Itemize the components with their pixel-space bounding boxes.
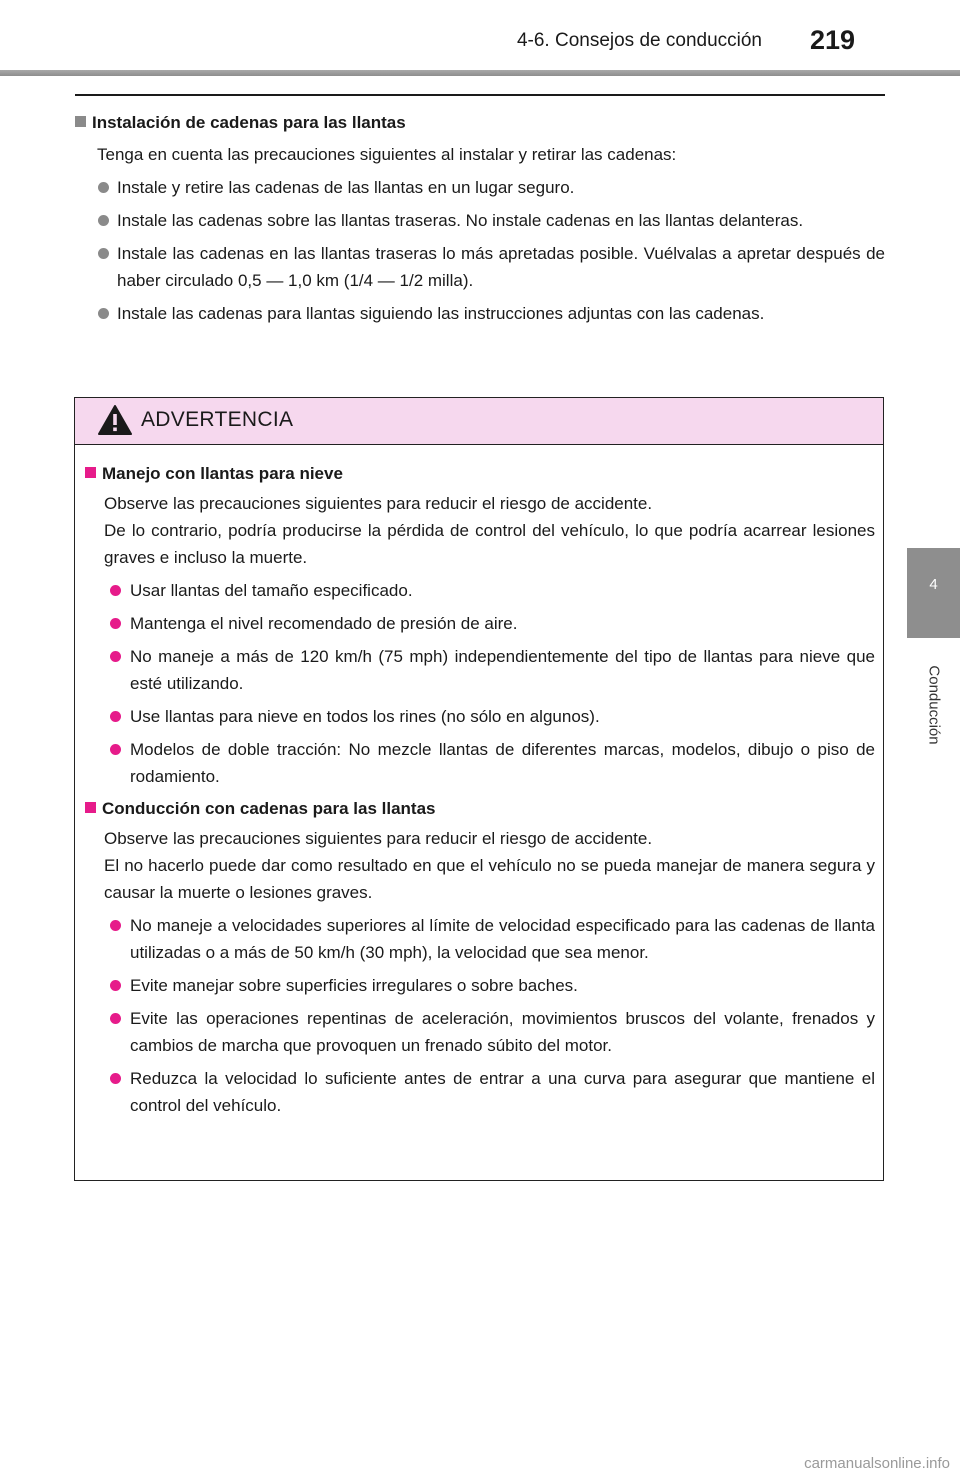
list-item: Evite las operaciones repentinas de acel… — [85, 1005, 875, 1059]
warning-body: Manejo con llantas para nieve Observe la… — [75, 445, 883, 1119]
list-item: Instale las cadenas sobre las llantas tr… — [75, 207, 885, 234]
list-item-text: Instale y retire las cadenas de las llan… — [117, 178, 575, 197]
chains-driving-heading: Conducción con cadenas para las llantas — [85, 796, 875, 821]
content-top-rule — [75, 94, 885, 96]
snow-tires-title: Manejo con llantas para nieve — [102, 464, 343, 483]
snow-tires-intro-2: De lo contrario, podría producirse la pé… — [104, 521, 875, 567]
list-item-text: Instale las cadenas en las llantas trase… — [117, 244, 885, 290]
chapter-tab-label: Conducción — [925, 665, 942, 745]
list-item-text: No maneje a velocidades superiores al lí… — [130, 916, 875, 962]
warning-box: ADVERTENCIA Manejo con llantas para niev… — [74, 397, 884, 1181]
snow-tires-intro-1: Observe las precauciones siguientes para… — [104, 494, 653, 513]
list-item-text: Mantenga el nivel recomendado de presión… — [130, 614, 518, 633]
header-rule — [0, 70, 960, 76]
snow-tires-heading: Manejo con llantas para nieve — [85, 461, 875, 486]
list-item-text: Reduzca la velocidad lo suficiente antes… — [130, 1069, 875, 1115]
list-item: Usar llantas del tamaño especificado. — [85, 577, 875, 604]
list-item: Modelos de doble tracción: No mezcle lla… — [85, 736, 875, 790]
chains-driving-intro-2: El no hacerlo puede dar como resultado e… — [104, 856, 875, 902]
bullet-dot-icon — [110, 711, 121, 722]
bullet-dot-icon — [110, 618, 121, 629]
list-item: Instale las cadenas en las llantas trase… — [75, 240, 885, 294]
page-number: 219 — [810, 25, 856, 55]
bullet-dot-icon — [110, 1073, 121, 1084]
list-item: Evite manejar sobre superficies irregula… — [85, 972, 875, 999]
warning-header: ADVERTENCIA — [75, 398, 883, 445]
bullet-dot-icon — [110, 651, 121, 662]
chains-installation-section: Instalación de cadenas para las llantas … — [75, 110, 885, 333]
list-item: No maneje a velocidades superiores al lí… — [85, 912, 875, 966]
bullet-dot-icon — [98, 248, 109, 259]
square-bullet-icon — [75, 116, 86, 127]
warning-title: ADVERTENCIA — [141, 408, 294, 431]
bullet-dot-icon — [110, 585, 121, 596]
list-item-text: Use llantas para nieve en todos los rine… — [130, 707, 600, 726]
bullet-dot-icon — [98, 308, 109, 319]
chains-section-heading: Instalación de cadenas para las llantas — [75, 110, 885, 135]
chains-intro: Tenga en cuenta las precauciones siguien… — [97, 145, 677, 164]
bullet-dot-icon — [110, 920, 121, 931]
warning-triangle-icon — [98, 405, 132, 435]
list-item: No maneje a más de 120 km/h (75 mph) ind… — [85, 643, 875, 697]
bullet-dot-icon — [110, 744, 121, 755]
list-item-text: Instale las cadenas para llantas siguien… — [117, 304, 765, 323]
bullet-dot-icon — [110, 980, 121, 991]
list-item-text: Modelos de doble tracción: No mezcle lla… — [130, 740, 875, 786]
list-item-text: Evite manejar sobre superficies irregula… — [130, 976, 578, 995]
list-item: Instale y retire las cadenas de las llan… — [75, 174, 885, 201]
chains-section-title: Instalación de cadenas para las llantas — [92, 113, 406, 132]
square-bullet-icon — [85, 467, 96, 478]
square-bullet-icon — [85, 802, 96, 813]
list-item: Use llantas para nieve en todos los rine… — [85, 703, 875, 730]
list-item: Instale las cadenas para llantas siguien… — [75, 300, 885, 327]
chapter-tab-label-container: Conducción — [907, 640, 960, 770]
list-item-text: Evite las operaciones repentinas de acel… — [130, 1009, 875, 1055]
list-item-text: Instale las cadenas sobre las llantas tr… — [117, 211, 804, 230]
bullet-dot-icon — [98, 182, 109, 193]
chapter-tab-number: 4 — [929, 576, 938, 593]
bullet-dot-icon — [110, 1013, 121, 1024]
list-item-text: Usar llantas del tamaño especificado. — [130, 581, 413, 600]
bullet-dot-icon — [98, 215, 109, 226]
list-item: Mantenga el nivel recomendado de presión… — [85, 610, 875, 637]
list-item-text: No maneje a más de 120 km/h (75 mph) ind… — [130, 647, 875, 693]
chains-driving-intro-1: Observe las precauciones siguientes para… — [104, 829, 653, 848]
header-section-title: 4-6. Consejos de conducción — [516, 30, 762, 51]
watermark: carmanualsonline.info — [804, 1455, 950, 1472]
chains-driving-title: Conducción con cadenas para las llantas — [102, 799, 436, 818]
list-item: Reduzca la velocidad lo suficiente antes… — [85, 1065, 875, 1119]
chapter-tab — [907, 548, 960, 638]
